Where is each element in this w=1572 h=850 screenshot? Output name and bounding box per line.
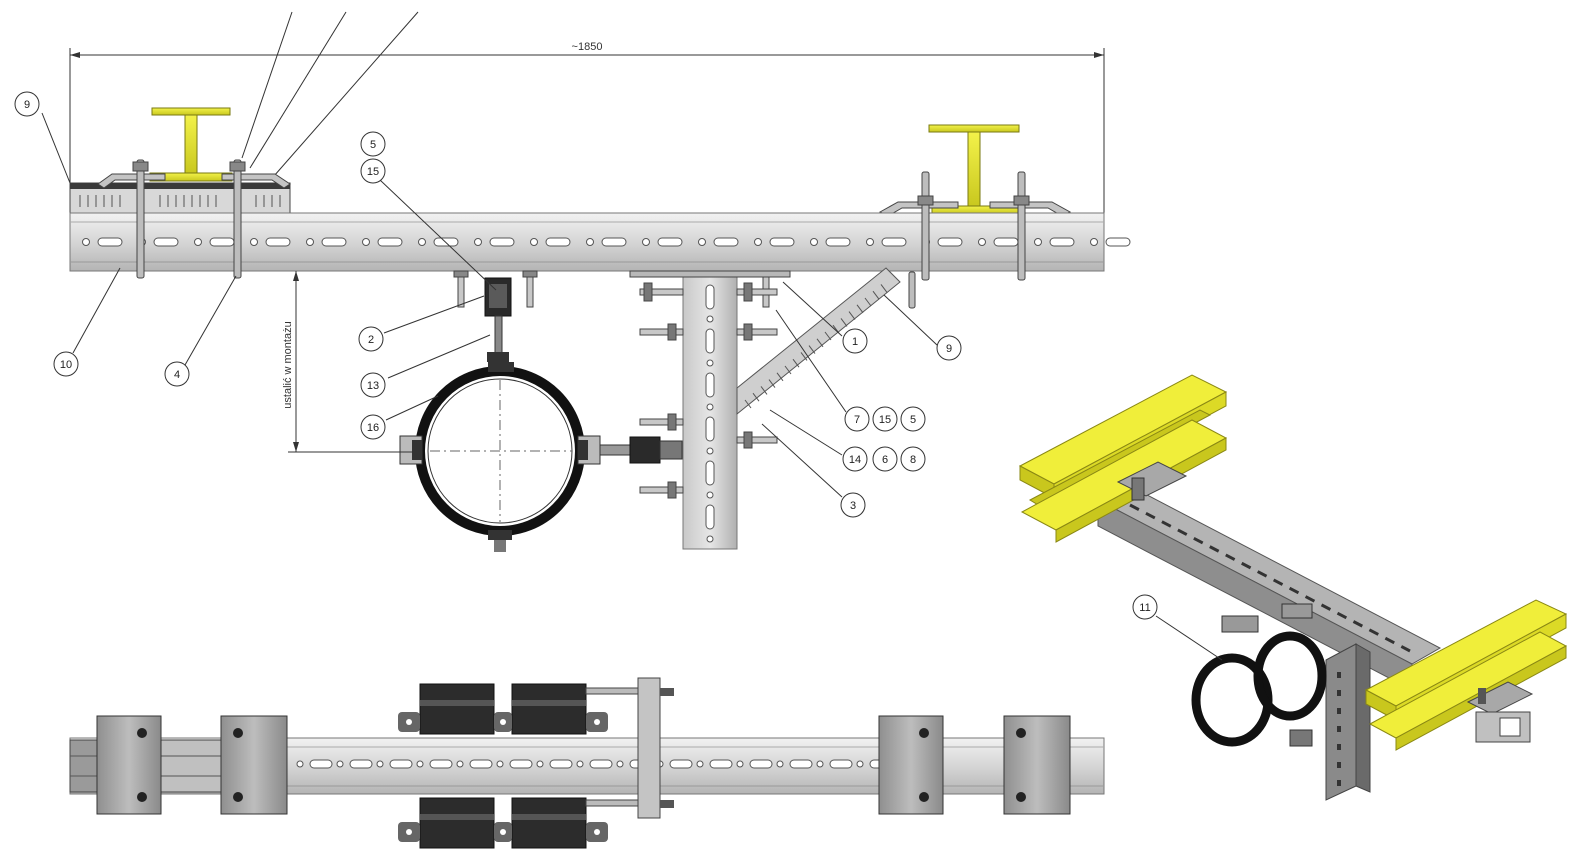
balloon-6: 6 — [872, 446, 898, 472]
left-i-beam — [149, 107, 233, 182]
vertical-dimension-label: ustalić w montażu — [282, 321, 294, 408]
side-bracket — [599, 436, 683, 464]
balloon-15-mid: 15 — [872, 406, 898, 432]
balloon-10: 10 — [53, 351, 79, 377]
svg-text:5: 5 — [370, 139, 376, 151]
iso-right-i-beam — [1364, 599, 1568, 751]
svg-text:3: 3 — [850, 500, 856, 512]
right-threaded-rods — [908, 171, 1030, 309]
post-slots — [705, 284, 715, 543]
svg-text:6: 6 — [882, 454, 888, 466]
iso-vertical-post — [1325, 643, 1371, 801]
svg-text:15: 15 — [879, 414, 891, 426]
svg-text:9: 9 — [946, 343, 952, 355]
post-bolts — [629, 270, 791, 499]
svg-text:2: 2 — [368, 334, 374, 346]
svg-text:4: 4 — [174, 369, 180, 381]
balloon-1: 1 — [842, 328, 868, 354]
svg-text:16: 16 — [367, 422, 379, 434]
left-threaded-rods — [132, 159, 246, 279]
overall-dimension-label: ~1850 — [572, 41, 603, 53]
balloon-leaders — [41, 112, 938, 498]
diagonal-brace — [736, 267, 901, 416]
vertical-dimension — [288, 271, 420, 453]
overall-dimension — [69, 48, 1105, 215]
pipe-clamp — [399, 362, 601, 552]
balloon-9-left: 9 — [14, 91, 40, 117]
plan-clamp-blocks — [96, 715, 1071, 815]
plan-view — [69, 677, 1105, 849]
balloon-16: 16 — [360, 414, 386, 440]
rail-slots — [82, 237, 1131, 247]
balloon-2: 2 — [358, 326, 384, 352]
vertical-post — [682, 270, 738, 550]
front-view: ~1850 — [14, 11, 1131, 552]
top-leaders — [241, 11, 419, 177]
balloon-3: 3 — [840, 492, 866, 518]
svg-text:10: 10 — [60, 359, 72, 371]
svg-text:8: 8 — [910, 454, 916, 466]
balloon-4: 4 — [164, 361, 190, 387]
balloon-5-mid: 5 — [900, 406, 926, 432]
svg-text:1: 1 — [852, 336, 858, 348]
svg-text:14: 14 — [849, 454, 861, 466]
balloon-7: 7 — [844, 406, 870, 432]
svg-text:13: 13 — [367, 380, 379, 392]
balloon-11: 11 — [1132, 594, 1158, 620]
main-rail-front — [69, 212, 1131, 272]
balloon-9-right: 9 — [936, 335, 962, 361]
svg-text:9: 9 — [24, 99, 30, 111]
balloon-14: 14 — [842, 446, 868, 472]
balloon-8: 8 — [900, 446, 926, 472]
svg-text:5: 5 — [910, 414, 916, 426]
balloon-5-top: 5 — [360, 131, 386, 157]
svg-text:7: 7 — [854, 414, 860, 426]
isometric-view: 11 — [1018, 374, 1568, 801]
svg-text:15: 15 — [367, 166, 379, 178]
pipe-hanger — [484, 277, 512, 362]
right-i-beam — [878, 124, 1072, 217]
balloon-15-top: 15 — [360, 158, 386, 184]
iso-pipe-clamps — [1191, 603, 1327, 747]
plan-pipe-clamps — [398, 677, 674, 849]
svg-text:11: 11 — [1139, 602, 1150, 614]
left-clamp-strip — [69, 173, 291, 214]
balloon-13: 13 — [360, 372, 386, 398]
